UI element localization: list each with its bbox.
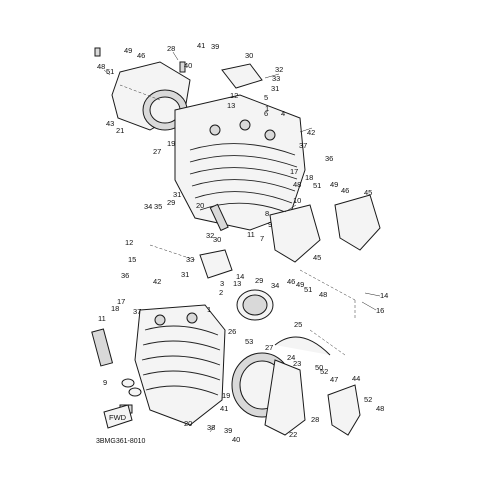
callout-50: 50 xyxy=(315,363,323,372)
callout-19a: 19 xyxy=(167,139,175,148)
callout-12b: 12 xyxy=(125,238,133,247)
callout-26: 26 xyxy=(228,327,236,336)
callout-51c: 51 xyxy=(304,285,312,294)
callout-9a: 9 xyxy=(268,220,272,229)
callout-20b: 20 xyxy=(184,419,192,428)
callout-49a: 49 xyxy=(124,46,132,55)
callout-18a: 18 xyxy=(305,173,313,182)
callout-41a: 41 xyxy=(197,41,205,50)
callout-20a: 20 xyxy=(196,201,204,210)
leader-lines xyxy=(103,51,381,433)
callout-37a: 37 xyxy=(299,141,307,150)
callout-48a: 48 xyxy=(97,62,105,71)
callout-47: 47 xyxy=(330,375,338,384)
diagram-code: 3BMG361-8010 xyxy=(96,438,146,445)
callout-22: 22 xyxy=(289,430,297,439)
callout-29b: 29 xyxy=(255,276,263,285)
upper-cylinder-head xyxy=(94,47,381,263)
callout-34b: 34 xyxy=(271,281,279,290)
callout-39b: 39 xyxy=(224,426,232,435)
lower-cylinder-head: FWD xyxy=(91,249,361,436)
callout-42a: 42 xyxy=(307,128,315,137)
callout-3: 3 xyxy=(220,279,224,288)
callout-31c: 31 xyxy=(181,270,189,279)
callout-43: 43 xyxy=(106,119,114,128)
callout-16: 16 xyxy=(376,306,384,315)
callout-48b: 48 xyxy=(293,180,301,189)
callout-33a: 33 xyxy=(272,74,280,83)
callout-40b: 40 xyxy=(232,435,240,444)
callout-9b: 9 xyxy=(103,378,107,387)
callout-14b: 14 xyxy=(236,272,244,281)
upper-callouts: 48 51 49 46 28 41 39 30 32 33 40 43 21 1… xyxy=(97,41,388,387)
callout-7a: 7 xyxy=(260,234,264,243)
callout-17a: 17 xyxy=(290,167,298,176)
callout-36b: 36 xyxy=(121,271,129,280)
callout-17b: 17 xyxy=(117,297,125,306)
callout-11a: 11 xyxy=(247,230,255,239)
callout-49b: 49 xyxy=(330,180,338,189)
callout-40a: 40 xyxy=(184,61,192,70)
callout-5: 5 xyxy=(264,93,268,102)
callout-29a: 29 xyxy=(167,198,175,207)
callout-30b: 30 xyxy=(213,235,221,244)
callout-6: 6 xyxy=(264,109,268,118)
callout-33b: 33 xyxy=(186,255,194,264)
callout-10: 10 xyxy=(293,196,301,205)
callout-1a: 1 xyxy=(265,104,269,113)
callout-18b: 18 xyxy=(111,304,119,313)
lower-callouts: 44 52 48 53 27 26 25 23 24 52 19 41 22 2… xyxy=(184,320,384,444)
callout-8a: 8 xyxy=(265,209,269,218)
callout-52a: 52 xyxy=(364,395,372,404)
callout-31b: 31 xyxy=(173,190,181,199)
callout-19b: 19 xyxy=(222,391,230,400)
callout-11b: 11 xyxy=(98,314,106,323)
callout-27b: 27 xyxy=(265,343,273,352)
callout-34a: 34 xyxy=(144,202,152,211)
callout-31a: 31 xyxy=(271,84,279,93)
callout-49c: 49 xyxy=(296,280,304,289)
callout-4: 4 xyxy=(281,109,285,118)
callout-2: 2 xyxy=(219,288,223,297)
callout-45b: 45 xyxy=(313,253,321,262)
callout-35: 35 xyxy=(154,202,162,211)
callout-13a: 13 xyxy=(227,101,235,110)
callout-28a: 28 xyxy=(167,44,175,53)
callout-48c: 48 xyxy=(319,290,327,299)
callout-37b: 37 xyxy=(133,307,141,316)
callout-32a: 32 xyxy=(275,65,283,74)
callout-46c: 46 xyxy=(287,277,295,286)
callout-21: 21 xyxy=(116,126,124,135)
callout-28b: 28 xyxy=(311,415,319,424)
callout-14a: 14 xyxy=(380,291,388,300)
callout-45a: 45 xyxy=(364,188,372,197)
callout-51b: 51 xyxy=(313,181,321,190)
callout-24: 24 xyxy=(287,353,295,362)
callout-39a: 39 xyxy=(211,42,219,51)
callout-15: 15 xyxy=(128,255,136,264)
callout-38: 38 xyxy=(207,423,215,432)
callout-1b: 1 xyxy=(207,305,211,314)
callout-44: 44 xyxy=(352,374,360,383)
callout-25: 25 xyxy=(294,320,302,329)
callout-46a: 46 xyxy=(137,51,145,60)
callout-13b: 13 xyxy=(233,279,241,288)
callout-23: 23 xyxy=(293,359,301,368)
callout-12a: 12 xyxy=(230,91,238,100)
callout-46b: 46 xyxy=(341,186,349,195)
callout-42b: 42 xyxy=(153,277,161,286)
callout-41b: 41 xyxy=(220,404,228,413)
callout-36a: 36 xyxy=(325,154,333,163)
callout-48d: 48 xyxy=(376,404,384,413)
callout-30a: 30 xyxy=(245,51,253,60)
alignment-lines xyxy=(119,84,356,356)
fwd-badge-label: FWD xyxy=(109,413,127,422)
callout-51a: 51 xyxy=(106,67,114,76)
callout-32b: 32 xyxy=(206,231,214,240)
callout-53: 53 xyxy=(245,337,253,346)
callout-52b: 52 xyxy=(320,367,328,376)
callout-27a: 27 xyxy=(153,147,161,156)
